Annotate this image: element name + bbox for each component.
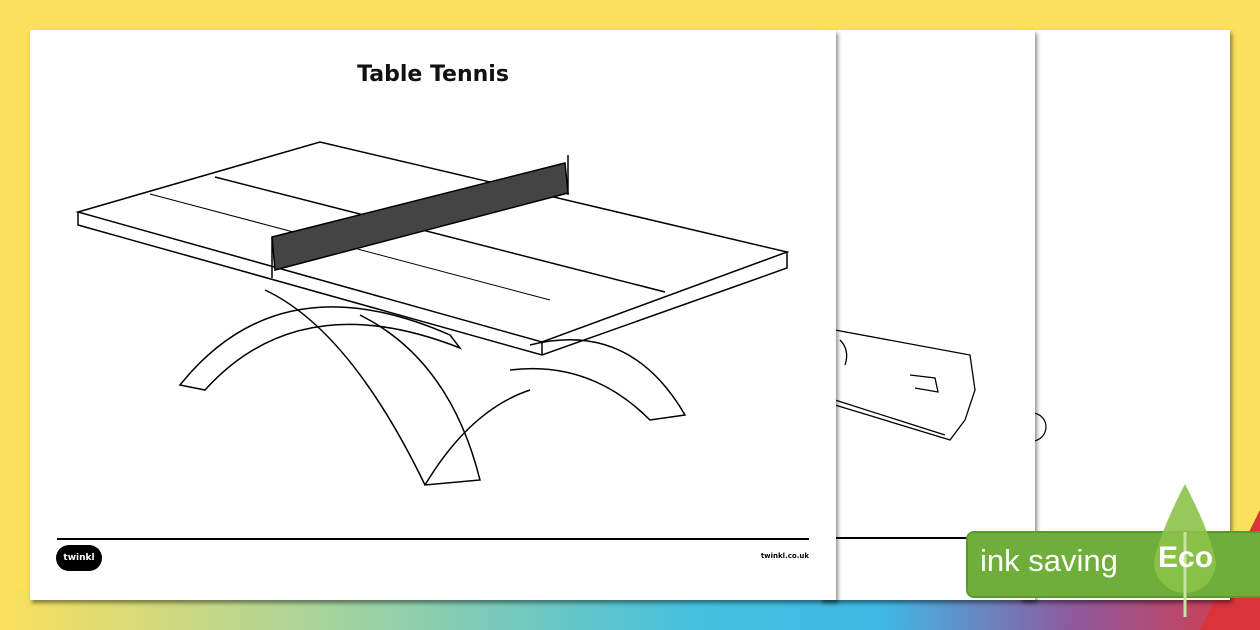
leaf-drop-icon — [1154, 484, 1216, 617]
twinkl-logo: twinkl — [56, 545, 102, 571]
footer-url: twinkl.co.uk — [760, 552, 809, 560]
worksheet-title: Table Tennis — [357, 62, 509, 87]
bat-drawing — [820, 329, 1035, 539]
eco-label: Eco — [1158, 541, 1214, 574]
preview-page-2 — [820, 30, 1035, 600]
preview-page-main: Table Tennis twinkl twinkl.co.uk — [30, 30, 836, 600]
table-tennis-table-drawing — [75, 141, 790, 486]
ink-saving-label: ink saving — [980, 543, 1118, 578]
footer-rule — [57, 538, 809, 540]
